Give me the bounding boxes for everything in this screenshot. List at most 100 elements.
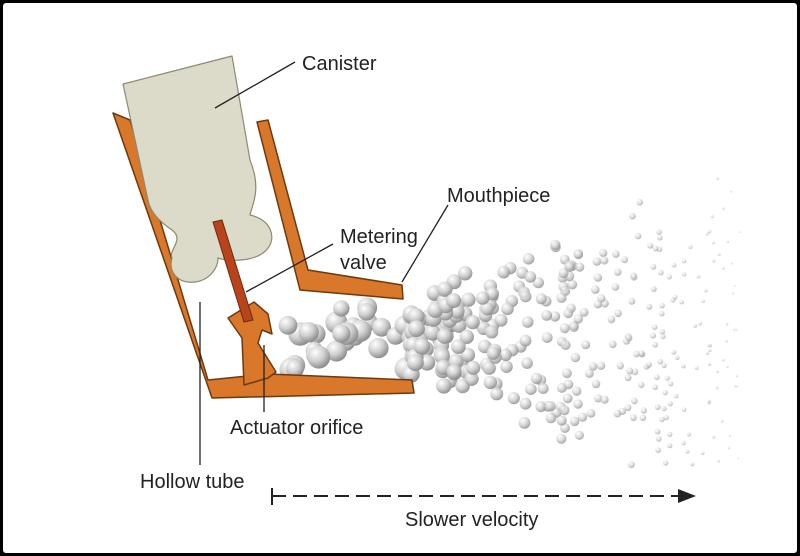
droplet — [368, 337, 389, 359]
droplet — [694, 366, 699, 370]
droplet — [612, 250, 620, 258]
droplet — [525, 383, 537, 396]
droplet — [593, 300, 603, 309]
droplet — [556, 415, 567, 426]
droplet — [298, 322, 319, 343]
droplet — [656, 436, 662, 442]
canister-leader — [214, 61, 296, 109]
droplet — [664, 375, 671, 381]
droplet — [501, 302, 514, 316]
droplet — [659, 416, 665, 423]
droplet — [732, 328, 735, 331]
droplet — [629, 212, 636, 220]
droplet — [659, 310, 665, 317]
droplet — [624, 374, 632, 382]
droplet — [436, 328, 453, 344]
droplet — [660, 333, 666, 340]
droplet — [715, 386, 719, 390]
droplet — [686, 432, 692, 437]
droplet — [630, 273, 638, 281]
droplet — [620, 256, 629, 264]
droplet — [494, 313, 508, 327]
droplet — [532, 277, 545, 289]
droplet — [593, 394, 603, 403]
droplet — [559, 323, 570, 334]
droplet — [721, 358, 725, 362]
label-slower-velocity: Slower velocity — [405, 509, 538, 531]
droplet — [325, 340, 348, 362]
droplet — [634, 232, 642, 240]
droplet — [446, 293, 462, 309]
droplet — [630, 397, 638, 405]
droplet — [731, 292, 735, 295]
droplet — [408, 320, 425, 337]
droplet — [485, 325, 499, 339]
droplet — [541, 310, 553, 321]
droplet — [716, 370, 720, 374]
droplet — [630, 414, 637, 422]
droplet — [458, 266, 473, 281]
droplet — [667, 431, 673, 437]
label-canister: Canister — [302, 53, 377, 75]
droplet — [591, 379, 601, 389]
droplet — [560, 340, 571, 350]
canister — [122, 55, 273, 283]
droplet — [640, 407, 647, 414]
droplet — [600, 395, 609, 404]
droplet — [720, 419, 724, 423]
droplet — [716, 177, 719, 181]
droplet — [668, 381, 674, 387]
actuator-nozzle-block — [227, 301, 277, 386]
droplet — [558, 268, 569, 279]
droplet — [592, 257, 602, 266]
droplet — [522, 252, 535, 265]
label-mouthpiece: Mouthpiece — [447, 185, 550, 207]
droplet — [624, 404, 632, 412]
droplet — [628, 297, 636, 305]
droplet — [708, 343, 712, 348]
droplet — [480, 302, 495, 316]
droplet — [704, 288, 708, 293]
droplet — [738, 230, 741, 233]
droplet — [707, 399, 711, 403]
droplet — [656, 229, 662, 235]
label-metering-valve-line2: valve — [340, 252, 387, 274]
droplet — [647, 242, 654, 249]
droplet — [705, 232, 709, 236]
droplet — [611, 283, 620, 291]
droplet — [518, 417, 531, 429]
droplet — [707, 362, 712, 366]
droplet — [483, 375, 497, 390]
valve-stem — [212, 219, 254, 323]
droplet — [672, 294, 678, 300]
droplet — [572, 386, 582, 396]
droplet — [650, 263, 657, 270]
droplet — [729, 190, 733, 193]
droplet — [521, 357, 533, 369]
droplet — [681, 407, 687, 413]
droplet — [671, 262, 677, 268]
droplet — [650, 332, 656, 339]
droplet — [519, 290, 532, 303]
droplet — [721, 266, 725, 270]
droplet — [465, 315, 480, 330]
droplet — [681, 258, 687, 264]
droplet — [646, 303, 653, 310]
label-metering-valve-line1: Metering — [340, 226, 418, 248]
droplet — [585, 369, 594, 378]
droplet — [596, 361, 606, 370]
droplet — [679, 299, 684, 305]
droplet — [556, 292, 567, 303]
droplet — [614, 309, 622, 318]
droplet — [541, 332, 553, 343]
aerosol-spray — [278, 177, 741, 469]
droplet — [562, 393, 573, 404]
droplet — [698, 321, 702, 326]
droplet — [652, 245, 659, 252]
droplet — [586, 408, 596, 418]
droplet — [638, 381, 645, 389]
droplet — [588, 362, 598, 371]
droplet — [650, 286, 657, 292]
droplet — [639, 414, 647, 421]
